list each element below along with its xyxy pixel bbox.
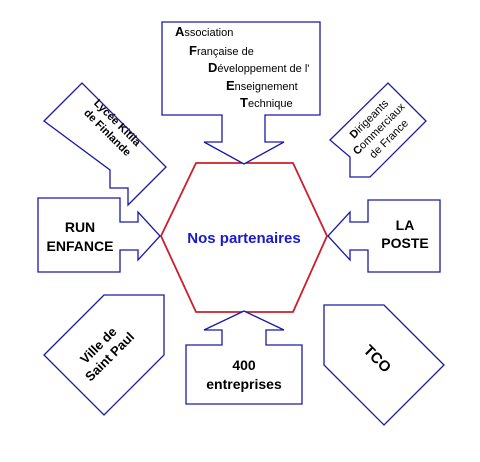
callout-entreprises-shape <box>185 310 303 405</box>
afdet-line-4: Enseignement <box>226 78 298 93</box>
la-poste-line-2: POSTE <box>381 235 428 251</box>
afdet-line-1: Association <box>175 24 233 39</box>
callout-lycee: Lycée Kitila de Finlande <box>43 82 167 207</box>
callout-afdet-shape <box>161 21 321 165</box>
run-enfance-line-2: ENFANCE <box>47 238 114 254</box>
callout-lycee-shape <box>43 82 167 207</box>
callout-la-poste-shape <box>327 199 441 273</box>
entreprises-line-2: entreprises <box>206 376 282 392</box>
center-label: Nos partenaires <box>187 230 300 247</box>
center-hexagon-shape <box>160 162 328 313</box>
callout-tco: TCO <box>323 304 445 426</box>
entreprises-line-1: 400 <box>232 357 256 373</box>
callout-dcf-shape <box>329 82 427 178</box>
afdet-line-3: Développement de l' <box>208 60 309 75</box>
la-poste-line-1: LA <box>396 217 415 233</box>
afdet-line-5: Technique <box>240 95 293 110</box>
run-enfance-line-1: RUN <box>65 219 95 235</box>
callout-run-enfance: RUN ENFANCE <box>37 197 161 273</box>
callout-ville-saint-paul: Ville de Saint Paul <box>43 294 165 416</box>
callout-entreprises: 400 entreprises <box>185 310 303 405</box>
callout-ville-saint-paul-shape <box>43 294 165 416</box>
callout-run-enfance-shape <box>37 197 161 273</box>
callout-la-poste: LA POSTE <box>327 199 441 273</box>
callout-tco-shape <box>323 304 445 426</box>
afdet-line-2: Française de <box>189 43 254 58</box>
callout-dcf: Dirigeants Commerciaux de France <box>329 82 427 178</box>
callout-afdet: Association Française de Développement d… <box>161 21 321 165</box>
center-hexagon: Nos partenaires <box>160 162 328 313</box>
